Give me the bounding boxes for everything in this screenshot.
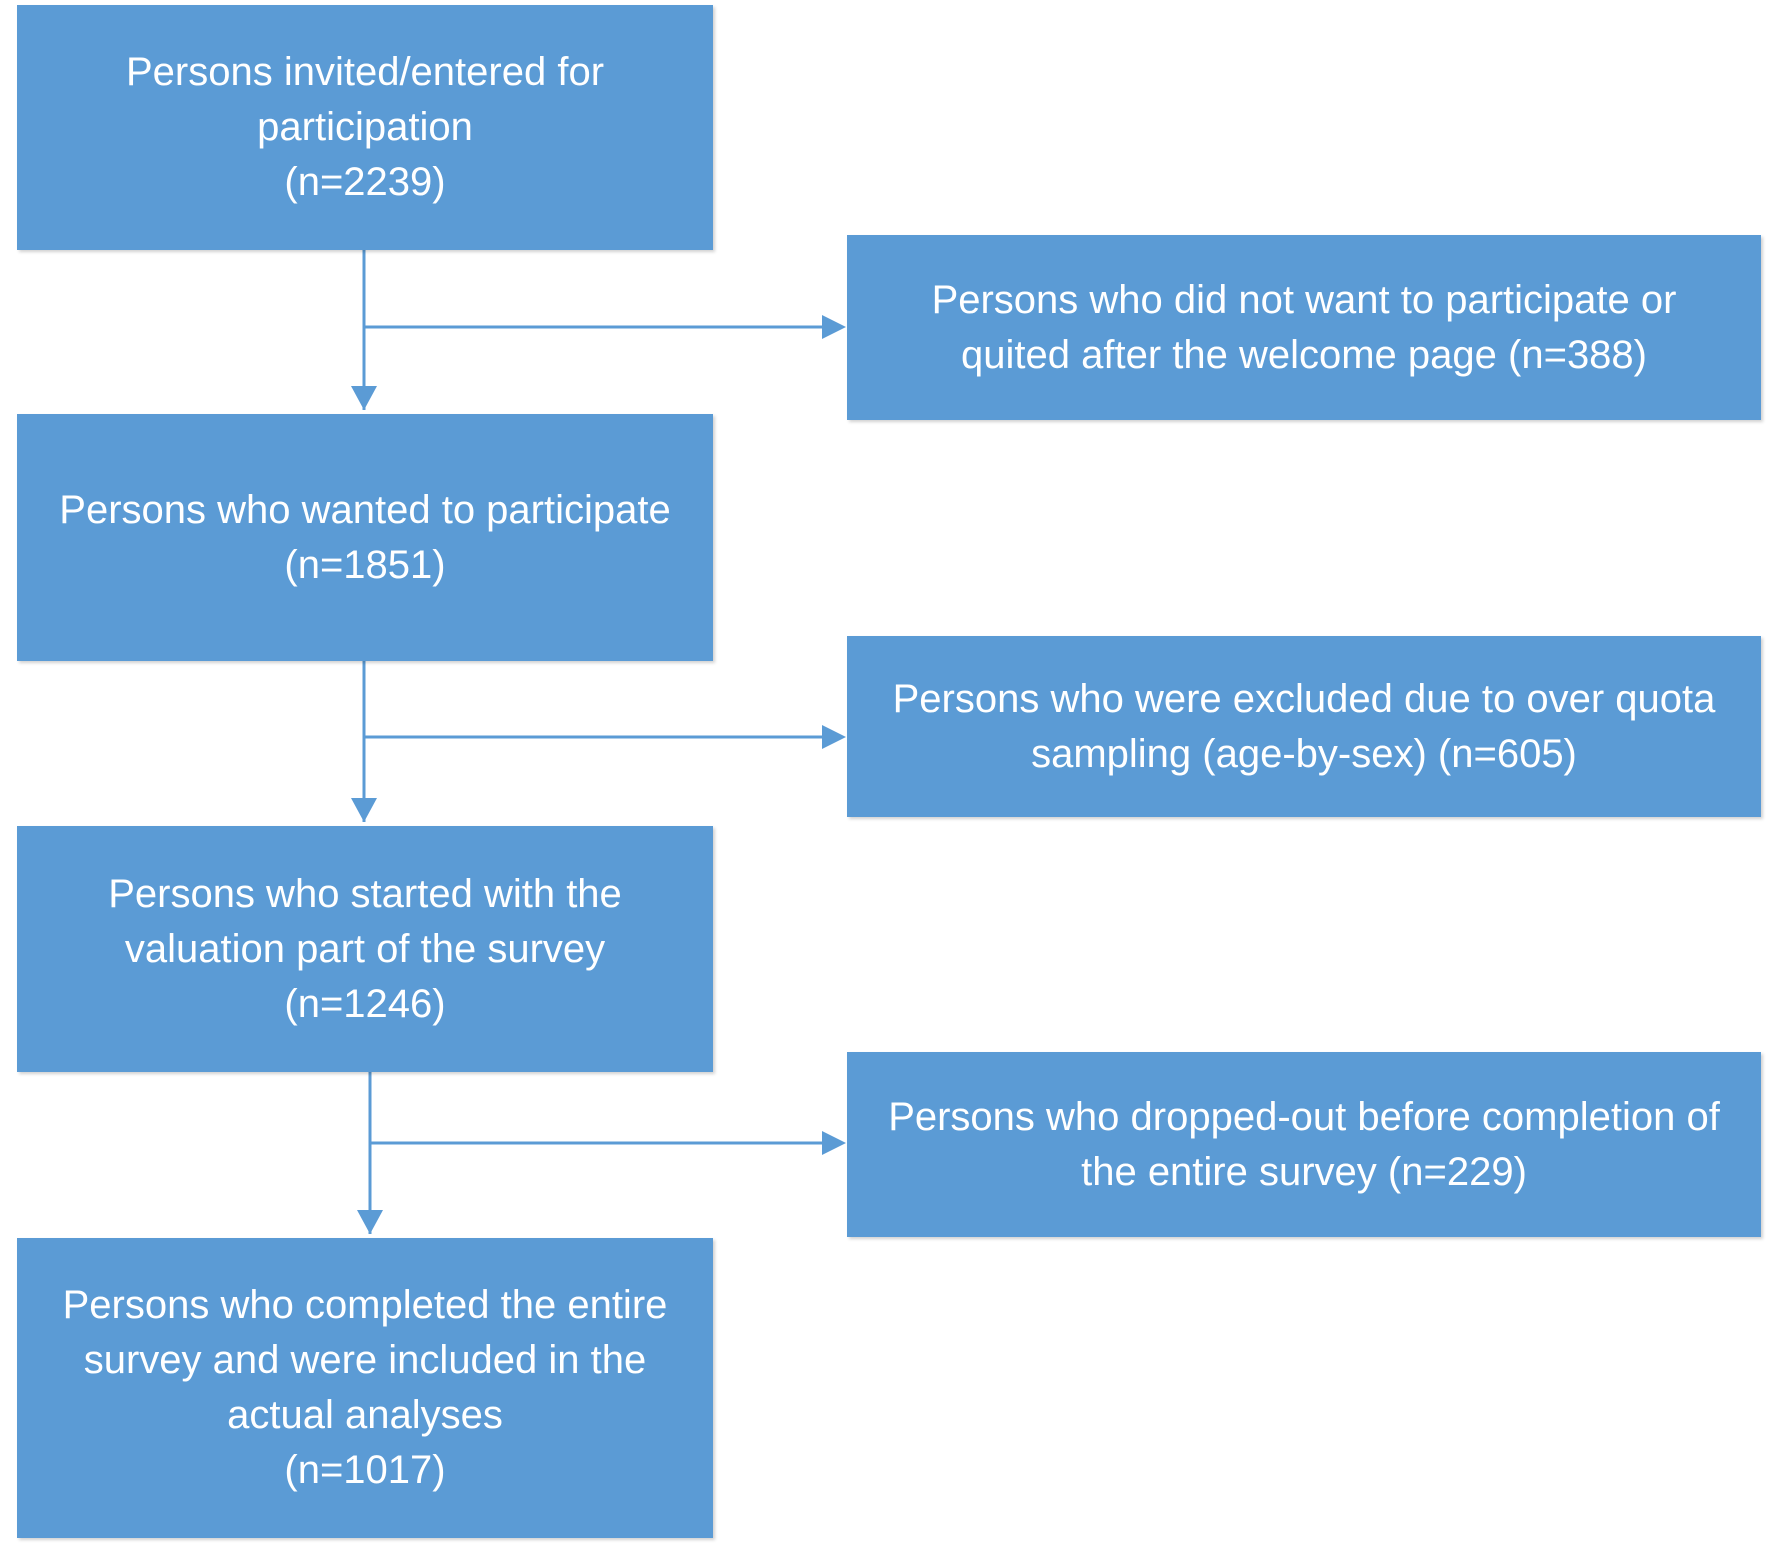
arrowhead-branch-dropout [822, 1131, 846, 1155]
step-wanted-text: Persons who wanted to participate (n=185… [59, 487, 671, 587]
exclusion-declined-text: Persons who did not want to participate … [931, 277, 1677, 377]
step-completed-text: Persons who completed the entire survey … [62, 1283, 668, 1492]
step-invited-text: Persons invited/entered for participatio… [125, 50, 605, 204]
exclusion-declined-box: Persons who did not want to participate … [847, 235, 1761, 420]
step-invited-box: Persons invited/entered for participatio… [17, 5, 713, 250]
exclusion-dropout-text: Persons who dropped-out before completio… [888, 1094, 1720, 1194]
exclusion-quota-box: Persons who were excluded due to over qu… [847, 636, 1761, 817]
arrowhead-wanted-to-started [351, 798, 377, 822]
arrowhead-invited-to-wanted [351, 386, 377, 410]
arrowhead-branch-declined [822, 315, 846, 339]
arrowhead-branch-quota [822, 725, 846, 749]
arrowhead-started-to-completed [357, 1210, 383, 1234]
exclusion-quota-text: Persons who were excluded due to over qu… [892, 676, 1716, 776]
step-wanted-box: Persons who wanted to participate (n=185… [17, 414, 713, 661]
step-completed-box: Persons who completed the entire survey … [17, 1238, 713, 1538]
step-started-box: Persons who started with the valuation p… [17, 826, 713, 1072]
step-started-text: Persons who started with the valuation p… [108, 871, 622, 1026]
exclusion-dropout-box: Persons who dropped-out before completio… [847, 1052, 1761, 1237]
